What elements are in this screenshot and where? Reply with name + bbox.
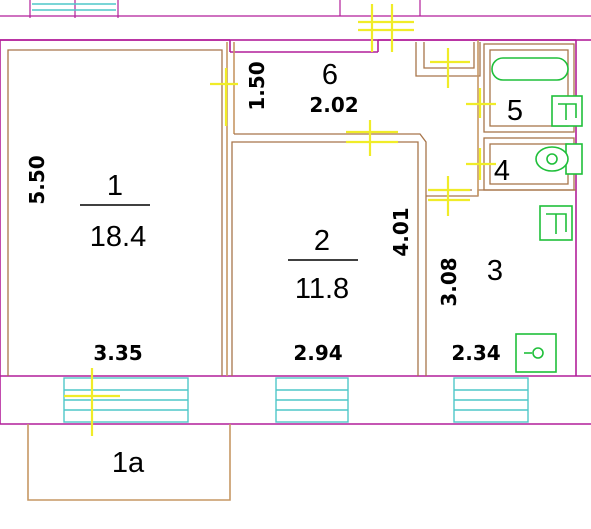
room-1-area: 18.4 — [90, 221, 146, 253]
interior-walls — [7, 40, 576, 376]
room-1-depth-dimension: 5.50 — [25, 155, 49, 204]
room-6-number: 6 — [322, 59, 338, 91]
room-3-depth-dimension: 3.08 — [437, 257, 461, 306]
door-marker-room4 — [466, 148, 496, 180]
bottom-windows — [63, 377, 529, 423]
room-1-width-dimension: 3.35 — [93, 341, 142, 365]
door-marker-balcony — [64, 368, 120, 436]
sink-icon-bath — [551, 95, 583, 127]
room-4-number: 4 — [494, 155, 510, 187]
room-2-area: 11.8 — [295, 273, 349, 305]
room-3-number: 3 — [487, 255, 503, 287]
door-marker-room3 — [428, 176, 470, 216]
door-marker-room5 — [466, 88, 496, 118]
room-2-number: 2 — [314, 225, 330, 257]
exterior-walls — [0, 39, 591, 425]
door-markers — [64, 4, 496, 436]
door-marker-corridor — [430, 48, 470, 88]
room-6-depth-dimension: 1.50 — [245, 61, 269, 110]
stove-icon — [515, 333, 557, 373]
room-2-label: 2 11.8 — [288, 225, 358, 305]
door-marker-room6-left — [210, 68, 238, 126]
room-2-depth-dimension: 4.01 — [389, 207, 413, 256]
balcony-outline — [27, 424, 231, 501]
door-marker-top — [358, 4, 414, 52]
room-6-width-dimension: 2.02 — [309, 93, 358, 117]
top-exterior-wall — [0, 0, 591, 41]
toilet-icon — [535, 143, 583, 175]
room-5-number: 5 — [507, 95, 523, 127]
bathtub-icon — [491, 57, 569, 81]
room-1-number: 1 — [107, 170, 123, 202]
room-1-label: 1 18.4 — [80, 170, 150, 253]
sink-icon-kitchen — [539, 205, 573, 241]
balcony-number: 1a — [112, 447, 145, 479]
door-marker-room2 — [346, 120, 398, 156]
room-3-width-dimension: 2.34 — [451, 341, 500, 365]
room-2-width-dimension: 2.94 — [293, 341, 342, 365]
